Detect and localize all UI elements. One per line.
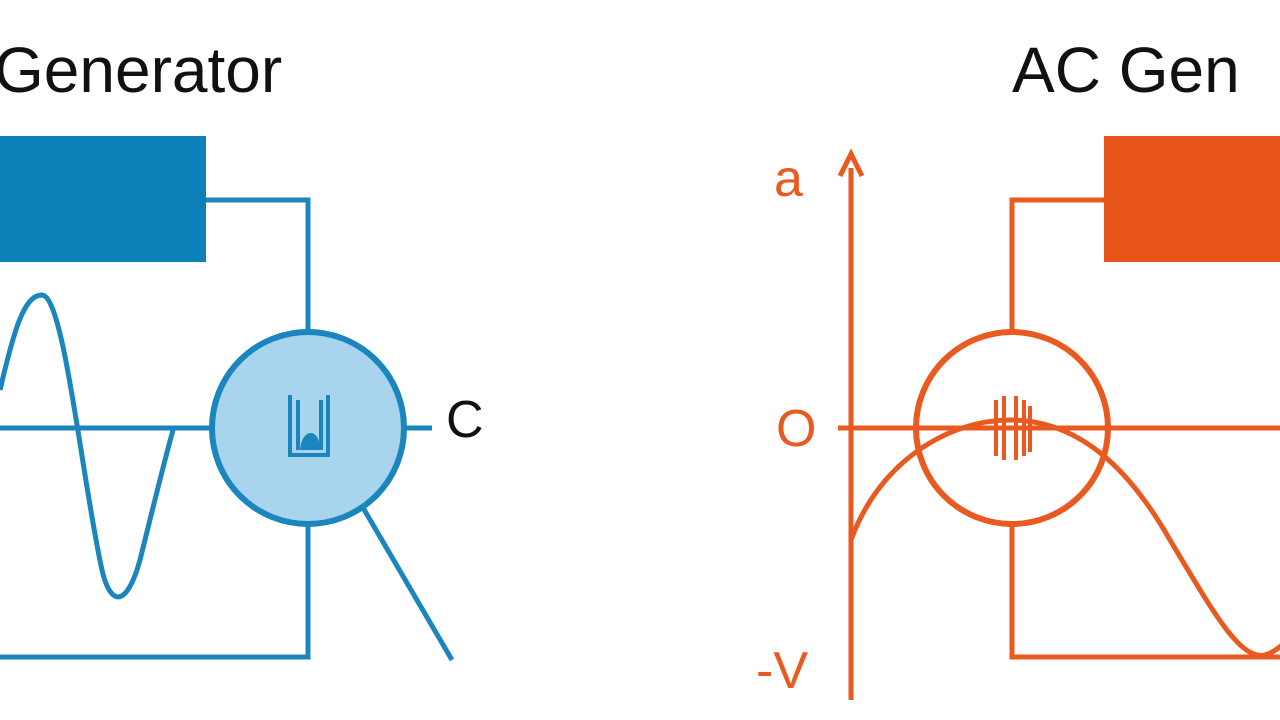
- left-panel-title: Generator: [0, 34, 282, 106]
- left-armature-coil-icon: [288, 395, 330, 457]
- left-terminal-label: C: [446, 391, 484, 449]
- left-generator-rotor: [209, 329, 407, 527]
- axis-mid-label: O: [776, 400, 816, 458]
- left-circuit-wire: [0, 197, 311, 660]
- left-generator-panel: Generator C: [0, 34, 484, 662]
- left-sine-wave: [0, 292, 176, 600]
- right-armature-coil-icon: [994, 396, 1032, 460]
- right-panel-title: AC Gen: [1012, 34, 1240, 106]
- right-circuit-wire: [1009, 197, 1280, 660]
- left-source-block: [0, 136, 206, 262]
- right-source-block: [1104, 136, 1280, 262]
- right-sine-wave: [848, 417, 1280, 658]
- right-ac-generator-panel: AC Gen a O -V: [756, 34, 1280, 700]
- right-axis-arrow-icon: [837, 148, 865, 178]
- left-output-lead: [359, 504, 455, 662]
- axis-bottom-label: -V: [756, 642, 808, 700]
- axis-top-label: a: [774, 150, 803, 208]
- right-generator-rotor: [913, 329, 1111, 527]
